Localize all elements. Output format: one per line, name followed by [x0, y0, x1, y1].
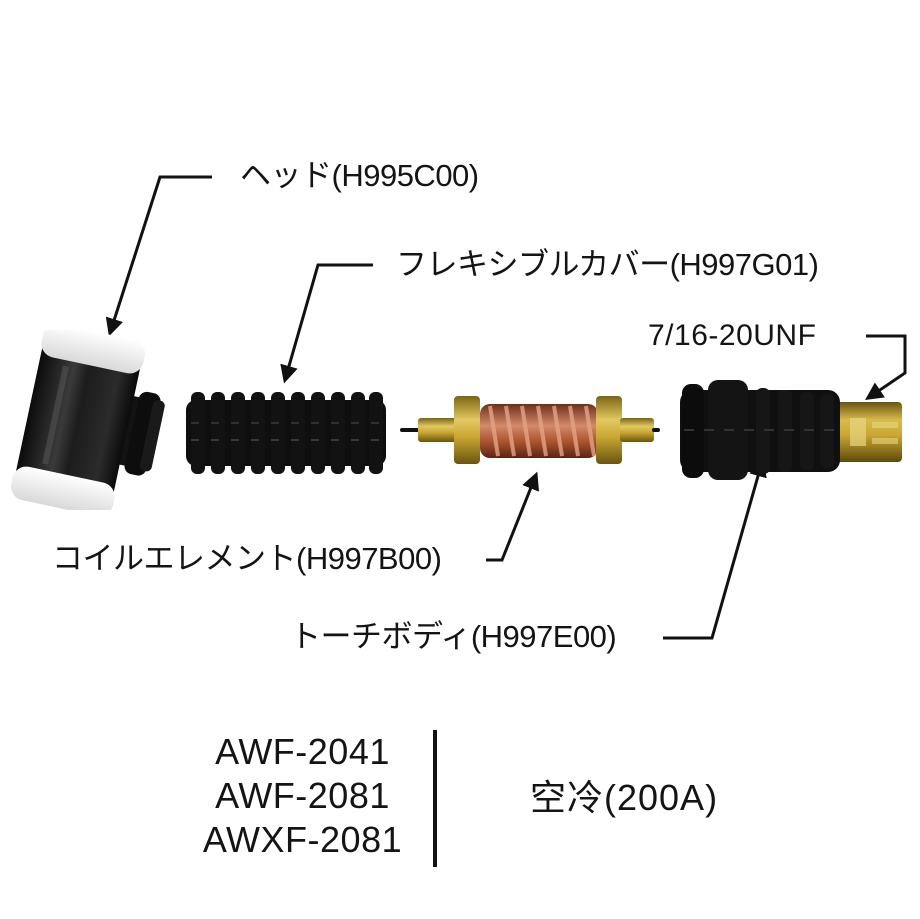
- thread-spec-label: 7/16-20UNF: [648, 319, 817, 352]
- coil-element-part-image: [400, 396, 660, 464]
- coil-element-label: コイルエレメント(H997B00): [52, 541, 442, 576]
- torch-body-leader-line: [663, 458, 767, 640]
- coil-element-leader-line: [486, 471, 540, 562]
- head-label: ヘッド(H995C00): [240, 158, 479, 193]
- flexible-cover-label: フレキシブルカバー(H997G01): [396, 247, 819, 282]
- torch-body-part-image: [680, 380, 902, 480]
- models-divider: [433, 730, 437, 867]
- head-leader-line: [105, 175, 212, 337]
- flexible-cover-part-image: [186, 392, 386, 474]
- torch-body-label: トーチボディ(H997E00): [290, 619, 617, 654]
- flexible-cover-leader-line: [280, 263, 373, 384]
- model-item: AWXF-2081: [202, 819, 403, 860]
- cooling-type-label: 空冷(200A): [530, 777, 719, 818]
- model-item: AWF-2081: [215, 775, 390, 816]
- applicable-models-list: AWF-2041 AWF-2081 AWXF-2081: [190, 730, 415, 862]
- head-part-image: [11, 330, 165, 510]
- model-item: AWF-2041: [215, 731, 390, 772]
